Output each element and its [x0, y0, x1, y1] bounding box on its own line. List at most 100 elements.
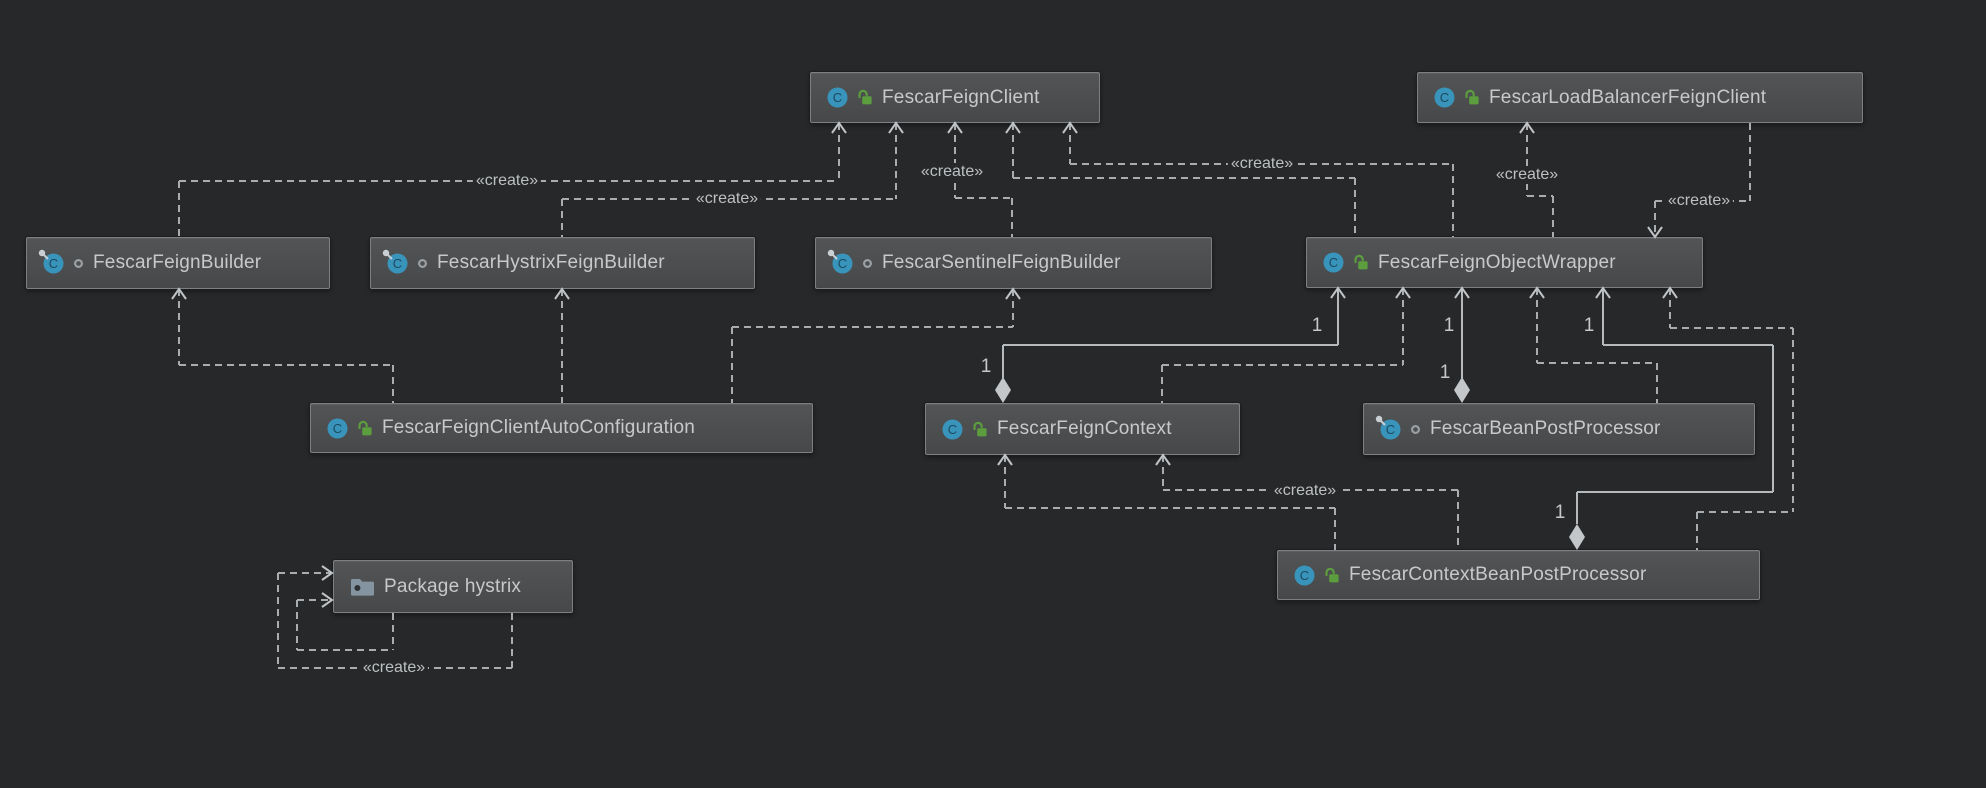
edge-s3-segment [1602, 288, 1604, 345]
edge-e7-segment [1749, 123, 1751, 201]
edge-e10-segment [1012, 289, 1014, 327]
edge-p1-segment [278, 572, 331, 574]
edge-e9-arrowhead [553, 287, 571, 305]
class-icon: C [1434, 87, 1455, 108]
class-node-load-balancer-feign-client[interactable]: C FescarLoadBalancerFeignClient [1417, 72, 1863, 123]
edge-e8-segment [178, 289, 180, 365]
edge-e6-stereotype-label: «create» [1492, 166, 1562, 184]
class-icon: C [38, 249, 64, 274]
edge-p1-stereotype-label: «create» [359, 659, 429, 677]
class-node-hystrix-feign-builder[interactable]: C FescarHystrixFeignBuilder [370, 237, 755, 289]
node-label: Package hystrix [384, 575, 522, 597]
edge-e15-arrowhead [1154, 453, 1172, 471]
node-label: FescarFeignClientAutoConfiguration [382, 417, 696, 438]
node-label: FescarHystrixFeignBuilder [437, 252, 665, 273]
pin-icon [827, 248, 839, 266]
class-icon: C [827, 249, 853, 274]
svg-text:C: C [333, 421, 342, 436]
edge-p2-segment [392, 613, 394, 650]
public-lock-icon [1464, 89, 1480, 106]
class-icon: C [1294, 565, 1315, 586]
edge-e13-segment [1697, 511, 1793, 513]
public-lock-icon [857, 89, 873, 106]
edge-e5-arrowhead [1061, 121, 1079, 139]
node-label: FescarLoadBalancerFeignClient [1489, 86, 1767, 108]
svg-text:C: C [1386, 422, 1395, 437]
edge-e1-segment [178, 181, 180, 237]
class-icon: C [827, 87, 848, 108]
node-label: FescarFeignContext [997, 418, 1172, 439]
edge-e14-segment [1334, 508, 1336, 550]
pin-icon [382, 248, 394, 266]
edge-e12-segment [1537, 362, 1657, 364]
package-private-icon [862, 258, 873, 269]
class-icon: C [327, 418, 348, 439]
edge-e2-arrowhead [887, 121, 905, 139]
edge-e2-stereotype-label: «create» [692, 190, 762, 208]
edge-e9-segment [561, 289, 563, 403]
edge-e13-arrowhead [1661, 286, 1679, 304]
edge-e6-segment [1552, 196, 1554, 237]
edge-e4-segment [1354, 178, 1356, 237]
edge-e3-segment [1011, 198, 1013, 237]
svg-text:C: C [1300, 568, 1309, 583]
public-lock-icon [1353, 254, 1369, 271]
node-label: FescarContextBeanPostProcessor [1349, 564, 1647, 585]
edge-e7-stereotype-label: «create» [1664, 192, 1734, 210]
edge-s1-multiplicity-source: 1 [978, 356, 994, 378]
edge-e2-segment [561, 199, 563, 237]
edge-e13-segment [1696, 512, 1698, 550]
edge-s3-multiplicity-target: 1 [1581, 315, 1597, 337]
edge-e15-stereotype-label: «create» [1270, 482, 1340, 500]
edge-e10-arrowhead [1004, 287, 1022, 305]
edge-e11-segment [1161, 365, 1163, 403]
edge-e3-arrowhead [946, 121, 964, 139]
class-node-sentinel-feign-builder[interactable]: C FescarSentinelFeignBuilder [815, 237, 1212, 289]
edge-e1-stereotype-label: «create» [472, 172, 542, 190]
edge-p2-segment [296, 600, 298, 650]
edge-s1-segment [1002, 345, 1004, 378]
edge-e14-arrowhead [996, 453, 1014, 471]
edge-e4-segment [1012, 123, 1014, 178]
edge-e14-segment [1004, 455, 1006, 508]
edge-e3-segment [955, 197, 1012, 199]
class-node-context-bean-post-processor[interactable]: C FescarContextBeanPostProcessor [1277, 550, 1760, 600]
class-icon: C [1375, 415, 1401, 440]
package-private-icon [1410, 424, 1421, 435]
node-label: FescarSentinelFeignBuilder [882, 252, 1121, 273]
edge-s2-multiplicity-target: 1 [1441, 315, 1457, 337]
public-lock-icon [1324, 567, 1340, 584]
edge-s3-segment [1603, 344, 1773, 346]
edge-s3-aggregation-diamond [1569, 524, 1585, 550]
edge-p1-arrowhead [321, 564, 334, 587]
edge-e7-arrowhead [1646, 226, 1664, 244]
edge-e10-segment [731, 327, 733, 403]
edge-p1-segment [511, 613, 513, 668]
pin-icon [38, 248, 50, 266]
edge-e12-arrowhead [1528, 286, 1546, 304]
edge-p2-segment [297, 649, 393, 651]
class-node-auto-configuration[interactable]: C FescarFeignClientAutoConfiguration [310, 403, 813, 453]
edge-e13-segment [1670, 327, 1793, 329]
package-private-icon [73, 258, 84, 269]
edge-e5-segment [1069, 123, 1071, 164]
edge-s3-segment [1772, 345, 1774, 492]
edge-e3-segment [954, 123, 956, 198]
package-private-icon [417, 258, 428, 269]
package-node-package-hystrix[interactable]: Package hystrix [333, 560, 573, 613]
edge-s2-multiplicity-source: 1 [1437, 362, 1453, 384]
edge-e14-segment [1005, 507, 1335, 509]
edge-e5-stereotype-label: «create» [1227, 155, 1297, 173]
edge-e4-segment [1013, 177, 1355, 179]
edge-e8-segment [179, 364, 393, 366]
svg-text:C: C [393, 256, 402, 271]
edge-e12-segment [1656, 363, 1658, 403]
edge-e4-arrowhead [1004, 121, 1022, 139]
edge-s2-segment [1461, 288, 1463, 378]
